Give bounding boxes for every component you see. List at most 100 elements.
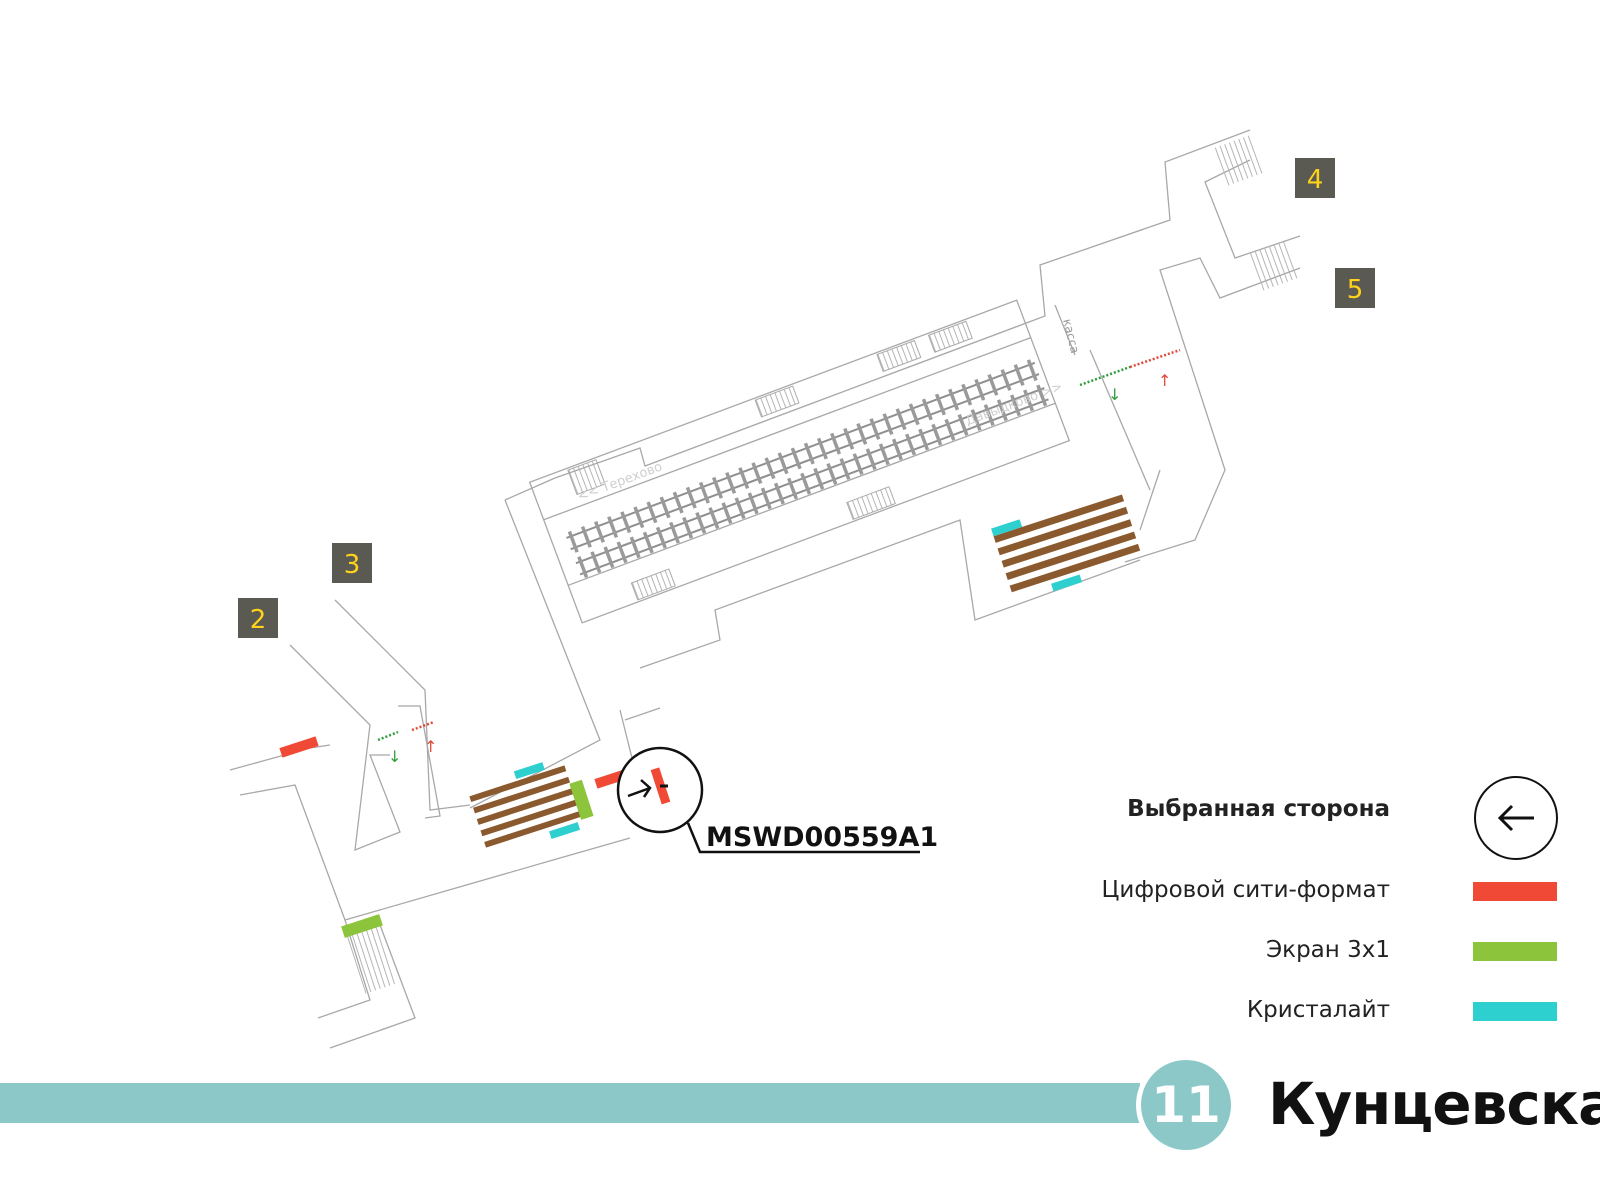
track-sleeper <box>918 428 930 451</box>
track-sleeper <box>590 551 602 574</box>
exit-5-badge: 5 <box>1335 268 1375 308</box>
track-sleeper <box>803 442 815 465</box>
track-sleeper <box>970 409 982 431</box>
track-sleeper <box>983 404 995 426</box>
track-sleeper <box>816 437 828 460</box>
track-sleeper <box>800 472 812 495</box>
track-sleeper <box>987 373 999 396</box>
selected-side-legend-icon <box>1474 776 1558 860</box>
track-sleeper <box>738 467 750 489</box>
svg-text:↓: ↓ <box>388 747 401 766</box>
track-sleeper <box>669 521 681 544</box>
track-sleeper <box>826 463 838 485</box>
track-sleeper <box>921 398 933 421</box>
track-sleeper <box>878 443 890 466</box>
legend-item-label: Экран 3x1 <box>1266 937 1390 963</box>
track-sleeper <box>760 487 772 510</box>
track-sleeper <box>659 496 671 519</box>
track-sleeper <box>698 481 710 504</box>
track-sleeper <box>974 378 986 401</box>
svg-text:↑: ↑ <box>424 737 437 756</box>
track-sleeper <box>813 467 825 490</box>
track-sleeper <box>712 476 724 499</box>
track-sleeper <box>1013 364 1025 386</box>
flow-arrows: ↓ ↑ ↓ ↑ <box>377 348 1181 766</box>
exit-5-number: 5 <box>1347 275 1364 305</box>
track-sleeper <box>931 423 943 446</box>
exit-3-badge: 3 <box>332 543 372 583</box>
track-sleeper <box>869 418 881 440</box>
track-sleeper <box>633 506 645 529</box>
track-sleeper <box>1000 369 1012 391</box>
track-sleeper <box>567 530 579 553</box>
hall-walls <box>229 129 1301 1049</box>
escalator-right <box>991 494 1141 593</box>
track-sleeper <box>1009 394 1021 417</box>
exit-2-number: 2 <box>250 605 267 635</box>
station-name: Кунцевская <box>1268 1070 1600 1138</box>
track-sleeper <box>948 388 960 411</box>
track-sleeper <box>944 418 956 441</box>
track-sleeper <box>603 546 615 569</box>
track-sleeper <box>908 403 920 426</box>
track-sleeper <box>777 452 789 475</box>
arrow-right-icon <box>627 779 652 798</box>
track-sleeper <box>629 536 641 559</box>
track-sleeper <box>620 511 632 534</box>
track-sleeper <box>672 491 684 514</box>
line-badge <box>1136 1055 1236 1155</box>
legend-title: Выбранная сторона <box>1127 796 1390 822</box>
track-sleeper <box>747 492 759 515</box>
track-sleeper <box>607 516 619 538</box>
track-sleeper <box>957 413 969 436</box>
ad-screen-3x1 <box>341 914 383 938</box>
metro-line-bar <box>0 1083 1140 1123</box>
track-sleeper <box>725 472 737 494</box>
track-sleeper <box>882 413 894 436</box>
legend-item-label: Кристалайт <box>1246 997 1390 1023</box>
platform-hall: << Терехово Давыдково >> <box>528 299 1071 624</box>
track-sleeper <box>655 526 667 549</box>
exit-3-number: 3 <box>344 550 361 580</box>
escalator-left <box>469 762 582 848</box>
exit-4-number: 4 <box>1307 165 1324 195</box>
ticket-office-label: касса <box>1060 317 1082 354</box>
line-number: 11 <box>1151 1076 1221 1134</box>
ad-screen-3x1 <box>569 779 594 820</box>
platform-outline <box>528 299 1071 624</box>
track-sleeper <box>642 531 654 554</box>
track-upper <box>566 361 1040 551</box>
track-lower <box>575 387 1049 576</box>
track-sleeper <box>1026 359 1038 382</box>
track-sleeper <box>843 427 855 450</box>
svg-text:↓: ↓ <box>1108 385 1121 404</box>
track-sleeper <box>1036 384 1048 407</box>
track-sleeper <box>856 423 868 445</box>
track-sleeper <box>751 462 763 485</box>
track-sleeper <box>708 507 720 529</box>
track-sleeper <box>996 399 1008 422</box>
selected-placement-callout: MSWD00559A1 <box>616 746 938 854</box>
track-sleeper <box>734 497 746 520</box>
ad-digital-city-format <box>279 736 319 758</box>
exit-4-badge: 4 <box>1295 158 1335 198</box>
legend-swatch-digital <box>1473 882 1557 901</box>
track-sleeper <box>787 477 799 500</box>
track-sleeper <box>790 447 802 470</box>
track-sleeper <box>1023 389 1035 412</box>
track-sleeper <box>764 457 776 480</box>
track-sleeper <box>865 448 877 471</box>
placement-code: MSWD00559A1 <box>706 822 938 853</box>
svg-text:↑: ↑ <box>1158 371 1171 390</box>
track-sleeper <box>895 408 907 431</box>
track-sleeper <box>682 516 694 539</box>
track-sleeper <box>695 512 707 534</box>
track-sleeper <box>721 502 733 525</box>
legend-swatch-screen <box>1473 942 1557 961</box>
exit-2-badge: 2 <box>238 598 278 638</box>
track-sleeper <box>961 383 973 406</box>
legend-item-label: Цифровой сити-формат <box>1101 877 1390 903</box>
track-sleeper <box>830 432 842 455</box>
track-sleeper <box>646 501 658 524</box>
